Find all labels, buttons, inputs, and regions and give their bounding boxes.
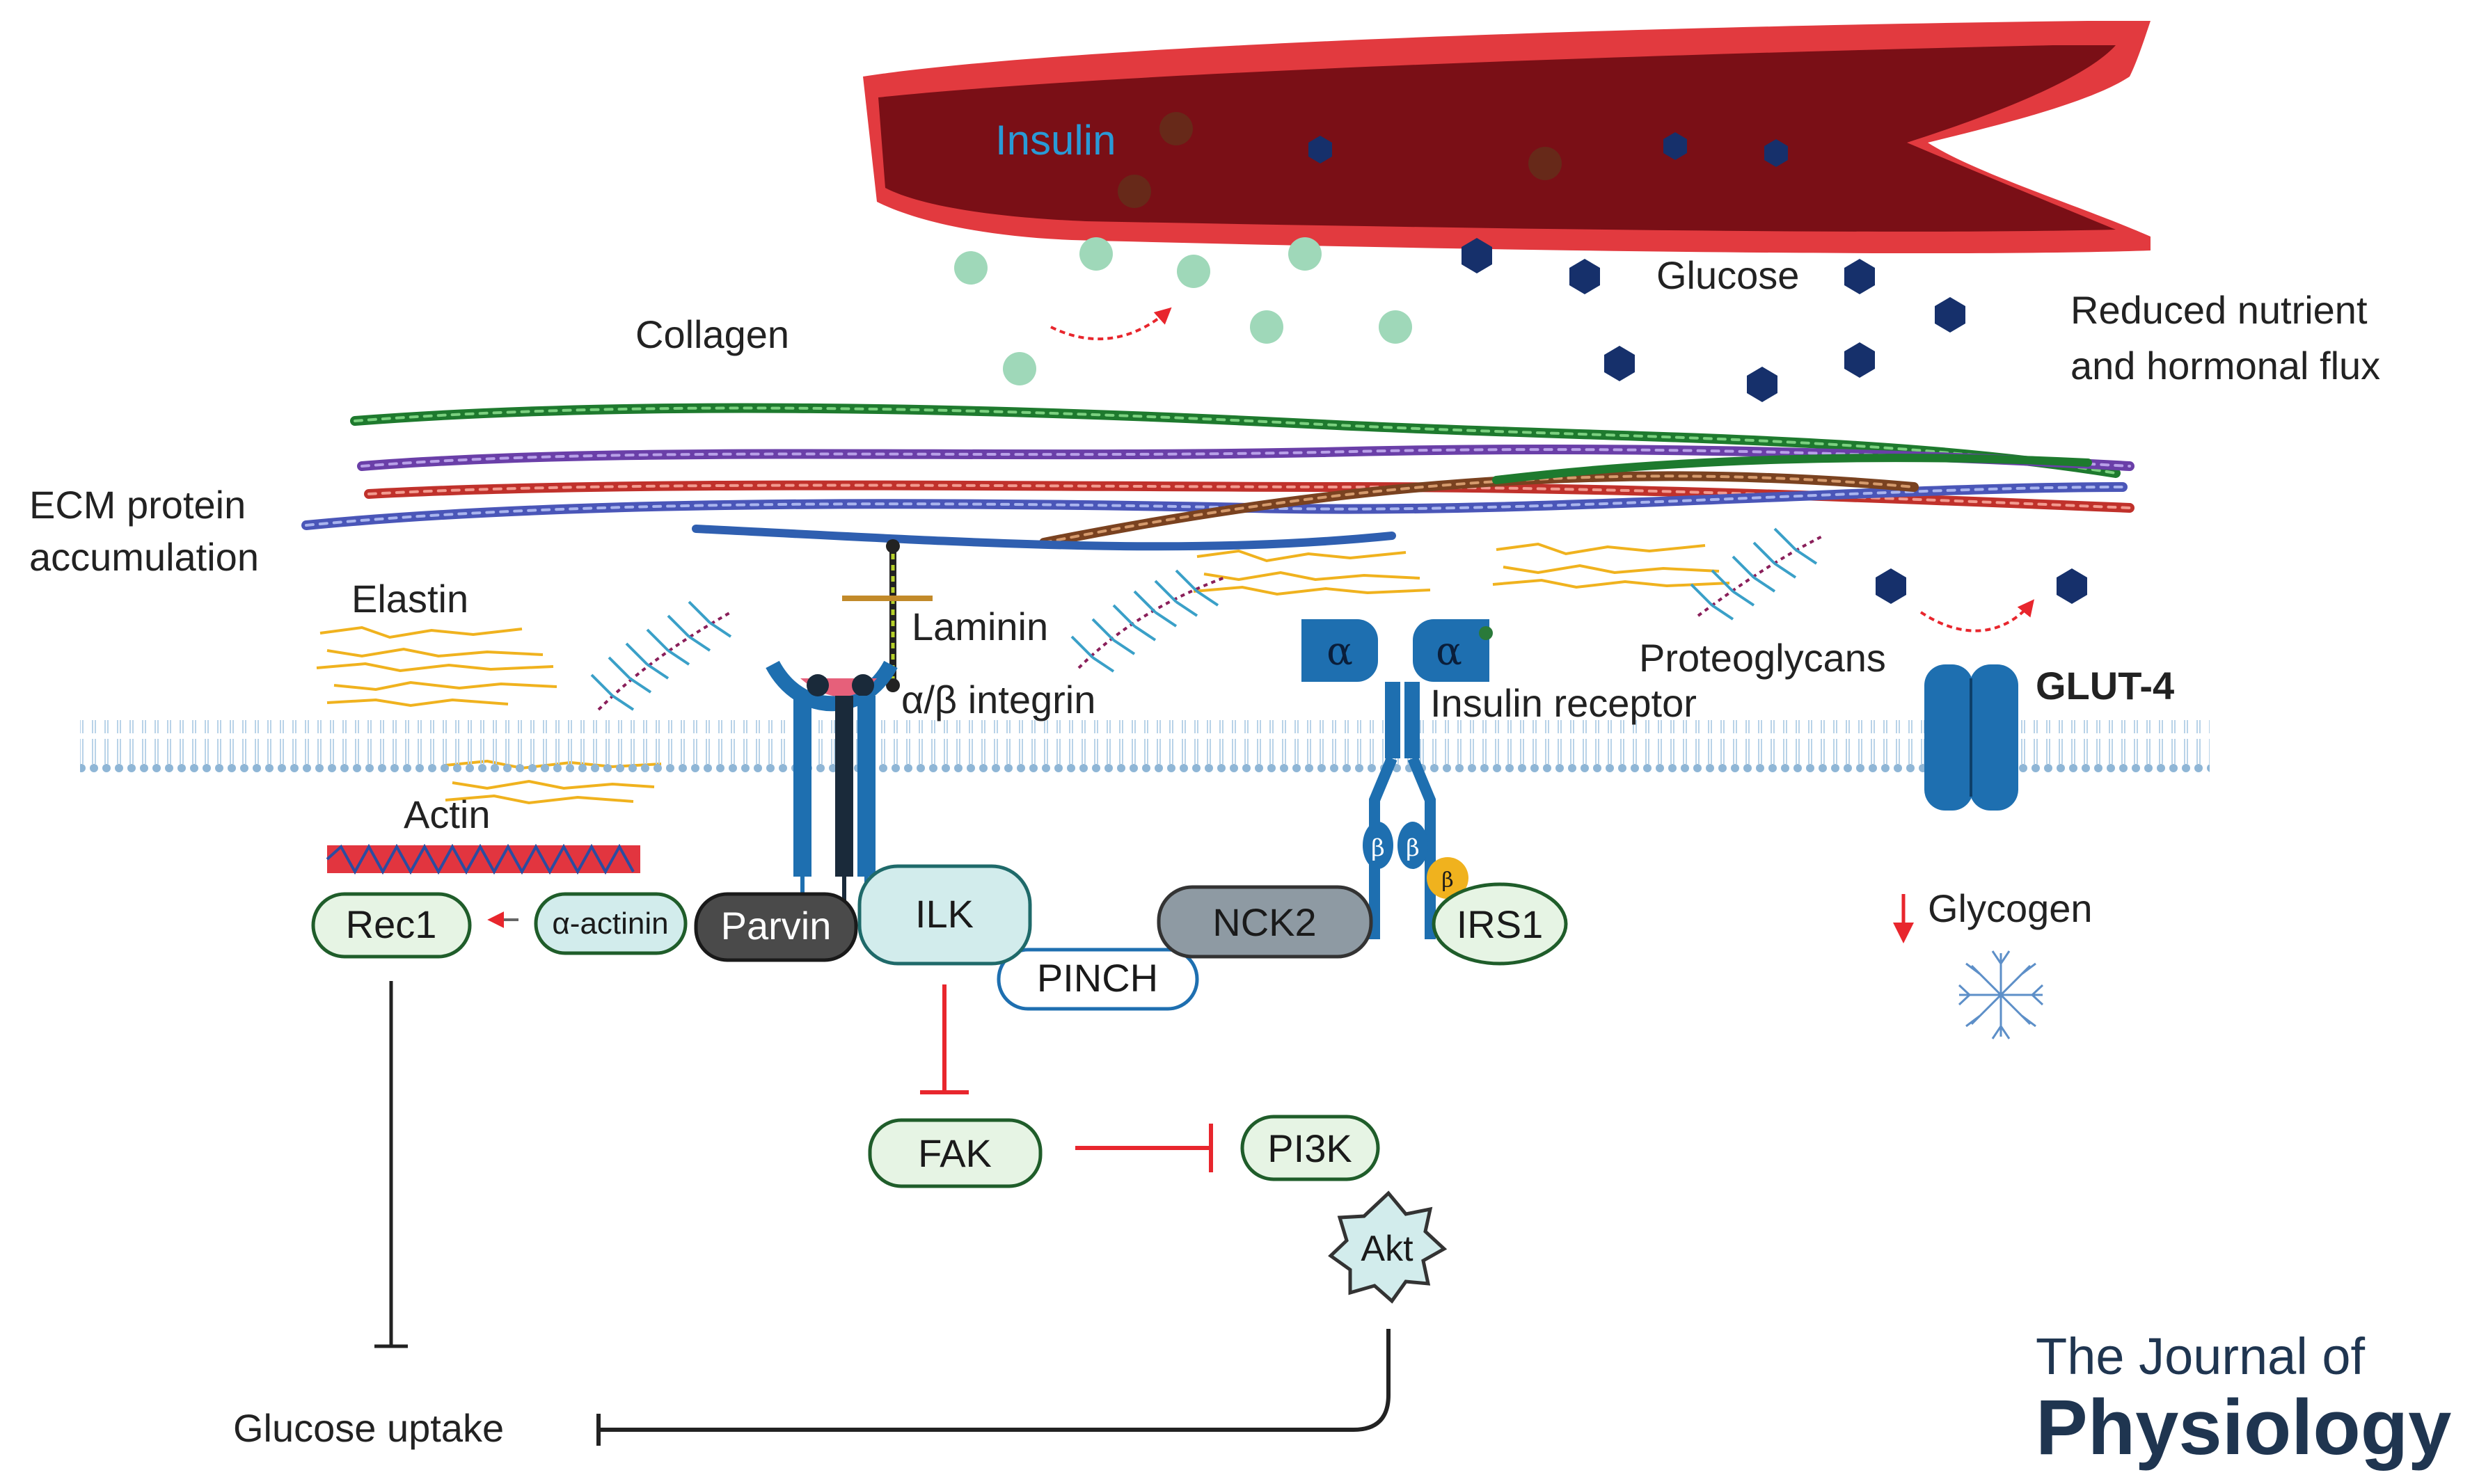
node-nck2: NCK2 [1157, 885, 1373, 959]
alpha-subunit-right [1413, 619, 1489, 682]
glycogen-label: Glycogen [1928, 886, 2093, 930]
insulin-dot-icon [1250, 310, 1283, 344]
glucose-particles [1462, 238, 2087, 604]
insulin-dot-icon [1379, 310, 1412, 344]
glucose-hexagon-icon [1604, 346, 1635, 381]
integrin-label: α/β integrin [901, 678, 1095, 721]
ilk-inhibits-fak [920, 984, 969, 1094]
collagen-label: Collagen [635, 312, 789, 356]
insulin-dot-icon [1003, 352, 1036, 385]
node-pi3k: PI3K [1240, 1115, 1380, 1181]
elastin-label: Elastin [351, 577, 468, 621]
node-parvin: Parvin [694, 892, 858, 962]
glucose-hexagon-icon [1935, 297, 1965, 333]
glucose-hexagon-icon [2057, 568, 2087, 604]
glucose-hexagon-icon [1747, 367, 1777, 402]
actin-label: Actin [404, 792, 491, 836]
node-fak: FAK [868, 1118, 1043, 1188]
glucose-hexagon-icon [1764, 139, 1788, 167]
laminin-label: Laminin [912, 605, 1048, 648]
glucose-uptake-label: Glucose uptake [233, 1406, 504, 1450]
glucose-hexagon-icon [1663, 132, 1687, 160]
glucose-hexagon-icon [1844, 342, 1875, 378]
parvin-label: Parvin [721, 904, 832, 948]
node-ilk: ILK [857, 864, 1032, 966]
beta-subunit-right [1397, 822, 1428, 869]
alpha-right-label: α [1436, 629, 1462, 674]
insulin-dot-icon [1159, 112, 1193, 145]
reduced-flux-label-line2: and hormonal flux [2070, 344, 2380, 388]
glycogen-icon [1958, 950, 2044, 1039]
integrin-receptor [766, 660, 898, 901]
node-pinch: PINCH [997, 948, 1199, 1011]
irs1-label: IRS1 [1457, 902, 1544, 946]
node-irs1: IRS1 [1432, 882, 1568, 966]
ecm-label-line2: accumulation [29, 535, 259, 579]
node-rec1: Rec1 [311, 892, 472, 959]
plasma-membrane [80, 720, 2210, 800]
fak-inhibits-pi3k [1075, 1124, 1213, 1172]
beta-right-label: β [1406, 834, 1420, 862]
insulin-dot-icon [1288, 237, 1322, 271]
alpha-subunit-left [1301, 619, 1378, 682]
reduced-flux-label-line1: Reduced nutrient [2070, 288, 2368, 332]
akt-label: Akt [1361, 1229, 1413, 1269]
laminin-icon [842, 539, 933, 692]
vessel-particles [1118, 112, 1788, 208]
fak-label: FAK [918, 1131, 992, 1175]
glucose-hexagon-icon [1569, 259, 1600, 294]
journal-logo-line1: The Journal of [2036, 1327, 2365, 1385]
pinch-label: PINCH [1037, 956, 1158, 1000]
glucose-label: Glucose [1656, 253, 1799, 297]
beta-subunit-left [1363, 822, 1393, 869]
glut4-label: GLUT-4 [2036, 664, 2174, 708]
proteoglycans [590, 527, 1824, 711]
insulin-particles [954, 237, 1412, 385]
insulin-receptor [1301, 619, 1493, 939]
glucose-hexagon-icon [1462, 238, 1492, 273]
node-akt: Akt [1328, 1190, 1448, 1304]
glucose-hexagon-icon [1308, 136, 1332, 163]
beta-small-label: β [1441, 868, 1453, 893]
proteoglycans-label: Proteoglycans [1639, 636, 1886, 680]
alpha-actinin-label: α-actinin [552, 907, 668, 941]
glucose-hexagon-icon [1844, 259, 1875, 294]
ilk-label: ILK [915, 892, 974, 936]
collagen-fibers [301, 403, 2135, 551]
blood-vessel [863, 21, 2151, 254]
insulin-dot-icon [1177, 255, 1210, 288]
insulin-receptor-label: Insulin receptor [1430, 681, 1697, 725]
pi3k-label: PI3K [1267, 1126, 1352, 1170]
node-alpha-actinin: α-actinin [534, 892, 688, 955]
rec1-label: Rec1 [346, 902, 437, 946]
nck2-label: NCK2 [1212, 900, 1316, 944]
insulin-dot-icon [1118, 175, 1151, 208]
phospho-beta-badge [1427, 857, 1468, 899]
akt-to-glucose-uptake [596, 1329, 1391, 1446]
vessel-lumen [878, 45, 2116, 232]
journal-logo-line2: Physiology [2036, 1384, 2451, 1471]
ecm-label-line1: ECM protein [29, 483, 246, 527]
glut4-transporter [1924, 664, 2018, 811]
glut4-uptake-arrow-icon [1919, 599, 2035, 632]
insulin-dot-icon [1528, 147, 1562, 180]
glucose-hexagon-icon [1876, 568, 1906, 604]
insulin-dot-icon [954, 251, 988, 285]
actin-filament [326, 843, 640, 875]
insulin-label: Insulin [995, 117, 1116, 163]
alpha-left-label: α [1326, 629, 1353, 674]
flux-arrow-icon [1050, 307, 1172, 341]
journal-logo: The Journal of Physiology [2036, 1327, 2451, 1471]
insulin-dot-icon [1079, 237, 1113, 271]
rec1-inhibits-glucose-uptake [374, 981, 408, 1348]
beta-left-label: β [1371, 834, 1385, 862]
